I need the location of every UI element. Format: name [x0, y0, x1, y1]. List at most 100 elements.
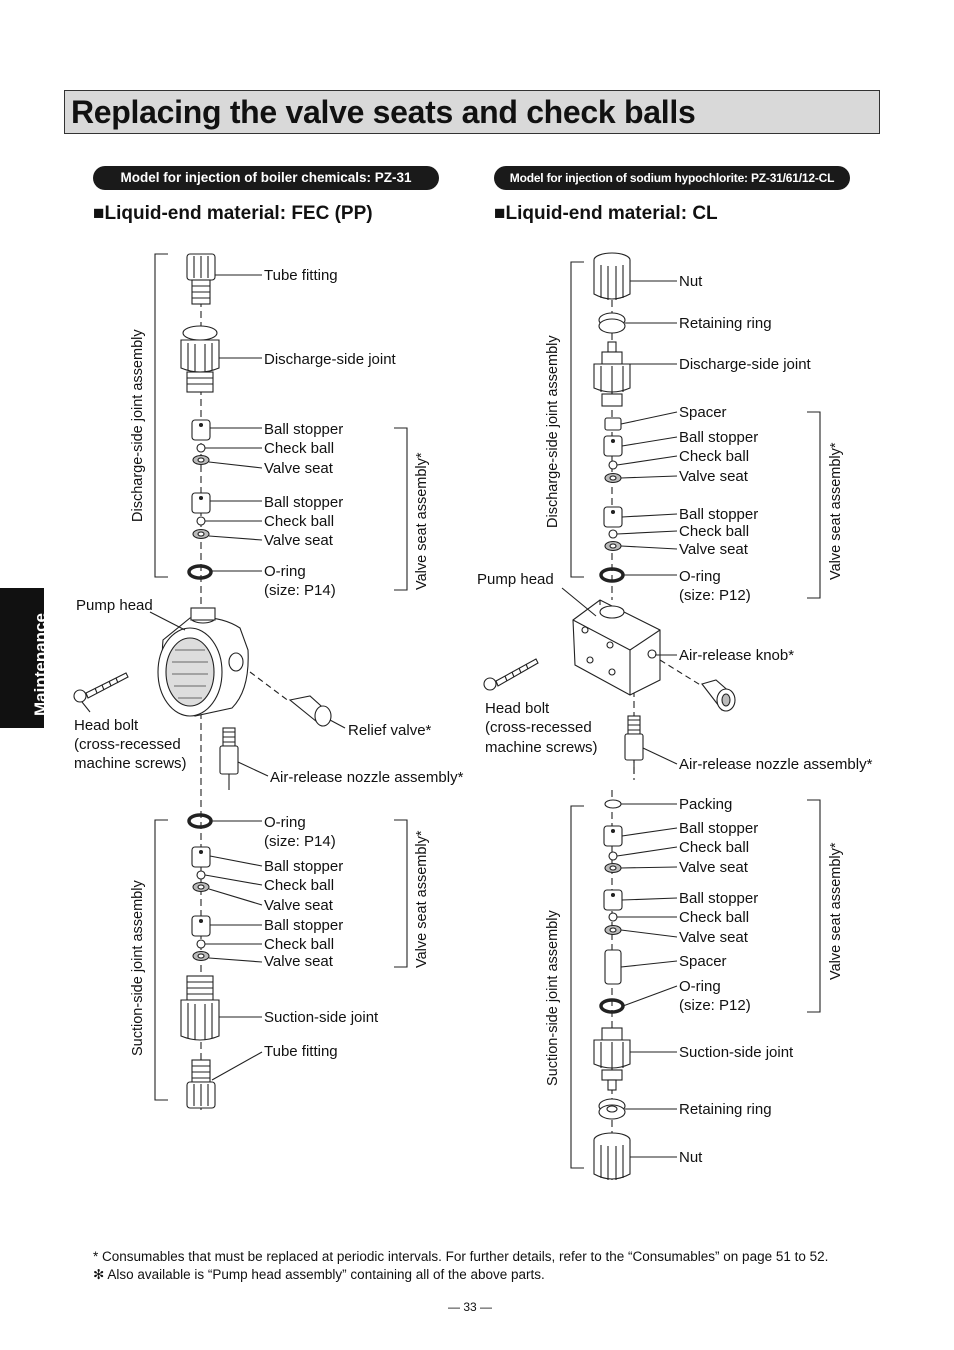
right-air-nozzle: [624, 715, 644, 774]
right-air-knob: [701, 679, 736, 712]
left-tube-fitting-top: [186, 253, 216, 305]
label-oring: O-ring: [264, 814, 306, 831]
right-valve-bracket-upper: [807, 411, 821, 599]
left-suction-bracket: [154, 819, 168, 1101]
left-pump-head: [157, 607, 249, 717]
label-head-bolt-2: (cross-recessed: [485, 719, 592, 736]
page-title: Replacing the valve seats and check ball…: [71, 94, 696, 130]
right-valve-assembly-lower-label: Valve seat assembly*: [828, 842, 844, 980]
right-heading: ■Liquid-end material: CL: [494, 203, 718, 224]
right-retaining-ring-bottom: [598, 1098, 626, 1120]
left-valve-bracket-upper: [394, 427, 408, 591]
right-valve-parts-lower: [603, 799, 623, 985]
label-suction-joint: Suction-side joint: [679, 1044, 794, 1061]
left-heading: ■Liquid-end material: FEC (PP): [93, 203, 373, 224]
label-valve-seat: Valve seat: [679, 541, 748, 558]
right-suction-joint: [593, 1027, 631, 1091]
left-discharge-bracket: [154, 253, 168, 578]
label-suction-joint: Suction-side joint: [264, 1009, 379, 1026]
left-valve-bracket-lower: [394, 819, 408, 968]
label-check-ball: Check ball: [679, 448, 750, 465]
left-air-nozzle: [219, 727, 239, 790]
label-nut-top: Nut: [679, 273, 703, 290]
label-air-nozzle: Air-release nozzle assembly*: [270, 769, 464, 786]
page-number: — 33 —: [448, 1300, 493, 1314]
label-check-ball: Check ball: [679, 909, 750, 926]
left-suction-assembly-label: Suction-side joint assembly: [130, 880, 146, 1056]
left-leaders: [81, 274, 346, 1081]
label-ball-stopper: Ball stopper: [264, 858, 344, 875]
label-pump-head: Pump head: [76, 597, 153, 614]
label-spacer-top: Spacer: [679, 404, 727, 421]
left-head-bolt: [73, 672, 129, 703]
left-oring-bottom: [187, 813, 213, 829]
right-model-pill: Model for injection of sodium hypochlori…: [494, 166, 850, 190]
label-oring: O-ring: [679, 978, 721, 995]
left-valve-assembly-upper-label: Valve seat assembly*: [414, 452, 430, 590]
left-valve-parts-lower: [191, 846, 211, 962]
label-valve-seat: Valve seat: [264, 953, 333, 970]
label-nut-bottom: Nut: [679, 1149, 703, 1166]
right-retaining-ring-top: [598, 312, 626, 334]
label-oring-size: (size: P14): [264, 582, 336, 599]
label-ball-stopper: Ball stopper: [679, 820, 759, 837]
label-check-ball: Check ball: [264, 877, 335, 894]
label-valve-seat: Valve seat: [264, 532, 333, 549]
left-discharge-joint: [180, 325, 220, 393]
right-pump-head: [572, 599, 661, 696]
label-head-bolt-3: machine screws): [485, 739, 598, 756]
label-ball-stopper: Ball stopper: [679, 890, 759, 907]
label-valve-seat: Valve seat: [679, 859, 748, 876]
footnote-consumables: * Consumables that must be replaced at p…: [93, 1249, 829, 1264]
label-head-bolt: Head bolt: [485, 700, 550, 717]
right-discharge-joint: [593, 341, 631, 407]
label-pump-head: Pump head: [477, 571, 554, 588]
right-suction-bracket: [570, 805, 584, 1169]
label-oring-size: (size: P14): [264, 833, 336, 850]
left-discharge-assembly-label: Discharge-side joint assembly: [130, 329, 146, 522]
right-head-bolt: [483, 658, 539, 691]
left-valve-parts-upper: [191, 419, 211, 540]
maintenance-side-tab: Maintenance: [0, 588, 50, 728]
label-retaining-ring-top: Retaining ring: [679, 315, 772, 332]
label-ball-stopper: Ball stopper: [264, 494, 344, 511]
label-air-knob: Air-release knob*: [679, 647, 795, 664]
label-air-nozzle: Air-release nozzle assembly*: [679, 756, 873, 773]
label-valve-seat: Valve seat: [679, 468, 748, 485]
label-ball-stopper: Ball stopper: [679, 506, 759, 523]
title-box: Replacing the valve seats and check ball…: [64, 90, 880, 134]
label-valve-seat: Valve seat: [264, 897, 333, 914]
right-knob-dash: [659, 659, 703, 687]
label-oring-size: (size: P12): [679, 587, 751, 604]
label-check-ball: Check ball: [679, 839, 750, 856]
left-tube-fitting-bottom: [186, 1059, 216, 1109]
right-valve-assembly-upper-label: Valve seat assembly*: [828, 442, 844, 580]
label-oring: O-ring: [679, 568, 721, 585]
label-check-ball: Check ball: [264, 513, 335, 530]
label-relief-valve: Relief valve*: [348, 722, 432, 739]
label-check-ball: Check ball: [264, 440, 335, 457]
label-ball-stopper: Ball stopper: [264, 421, 344, 438]
right-discharge-assembly-label: Discharge-side joint assembly: [545, 335, 561, 528]
label-packing: Packing: [679, 796, 733, 813]
label-valve-seat: Valve seat: [264, 460, 333, 477]
label-spacer-bottom: Spacer: [679, 953, 727, 970]
left-oring-top: [187, 564, 213, 580]
label-discharge-joint: Discharge-side joint: [264, 351, 396, 368]
label-tube-fitting-top: Tube fitting: [264, 267, 338, 284]
right-valve-bracket-lower: [807, 799, 821, 1013]
label-ball-stopper: Ball stopper: [264, 917, 344, 934]
label-tube-fitting-bottom: Tube fitting: [264, 1043, 338, 1060]
label-oring: O-ring: [264, 563, 306, 580]
left-relief-valve: [288, 695, 332, 727]
right-nut-top: [593, 252, 631, 300]
right-discharge-bracket: [570, 261, 584, 578]
label-head-bolt-3: machine screws): [74, 755, 187, 772]
label-head-bolt: Head bolt: [74, 717, 139, 734]
right-leaders: [561, 280, 678, 1158]
right-suction-assembly-label: Suction-side joint assembly: [545, 910, 561, 1086]
left-model-pill: Model for injection of boiler chemicals:…: [93, 166, 439, 190]
label-retaining-ring-bottom: Retaining ring: [679, 1101, 772, 1118]
label-head-bolt-2: (cross-recessed: [74, 736, 181, 753]
